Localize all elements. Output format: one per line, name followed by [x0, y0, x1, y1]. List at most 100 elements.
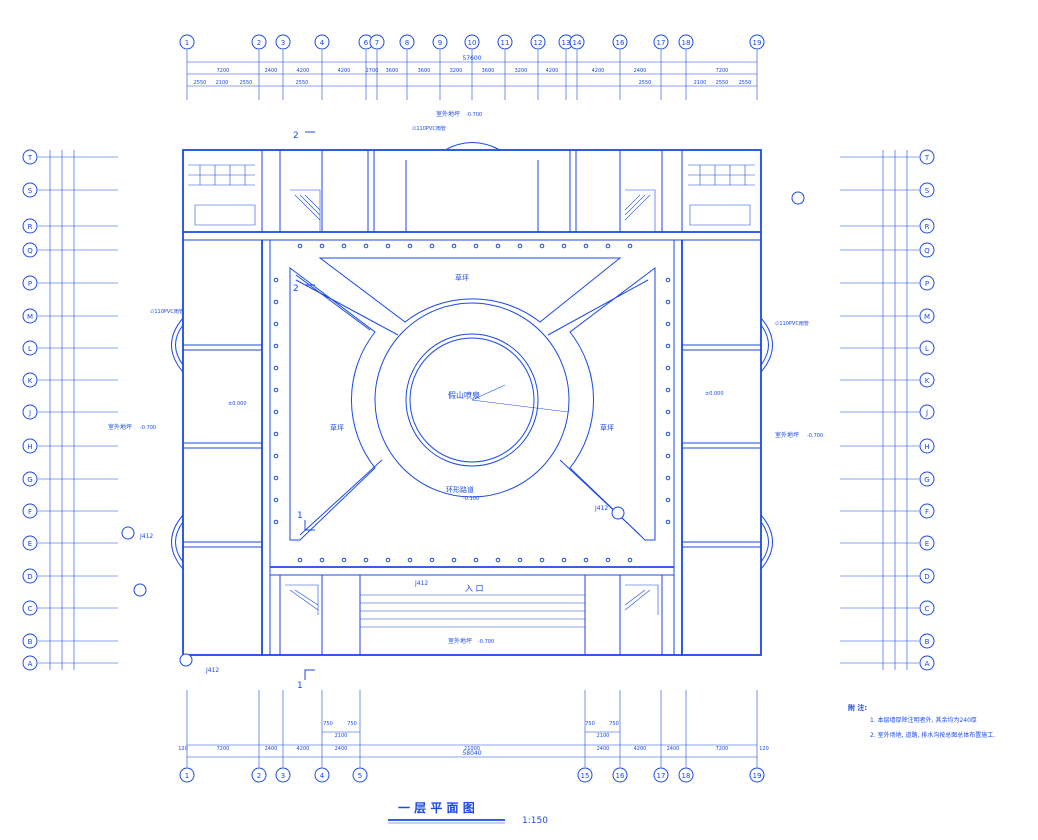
top-dim-value: 7200 [716, 68, 729, 74]
outdoor-label-top: 室外地坪 [436, 110, 460, 118]
top-axis-10-label: 10 [468, 39, 477, 47]
right-axis-L-label: L [925, 345, 929, 353]
column-dot [273, 343, 279, 349]
bottom-dim-value: 120 [178, 746, 188, 752]
right-axis-P-label: P [925, 280, 929, 288]
right-axis-S-bubble [919, 182, 935, 198]
drawing-title: 一 层 平 面 图 [398, 801, 475, 815]
bottom-dim-value: 7200 [217, 746, 230, 752]
note-2: 2. 室外场地, 道路, 排水沟按总图总体布置施工. [870, 731, 995, 739]
bottom-dim-value: 4200 [297, 746, 310, 752]
bottom-dim-value: 7200 [716, 746, 729, 752]
right-axis-G-bubble [919, 471, 935, 487]
top-axis-10-bubble [464, 34, 480, 50]
left-axis-D-label: D [27, 573, 32, 581]
column-dot [665, 409, 671, 415]
column-dot [665, 277, 671, 283]
column-dot [429, 243, 435, 249]
right-axis-H-bubble [919, 438, 935, 454]
top-dim-detail: 2550 [739, 80, 752, 86]
column-dot [385, 557, 391, 563]
left-axis-P-label: P [28, 280, 32, 288]
left-axis-S-label: S [28, 187, 33, 195]
left-axis-B-label: B [28, 638, 33, 646]
right-axis-D-label: D [924, 573, 929, 581]
right-axis-F-bubble [919, 503, 935, 519]
right-axis-J-bubble [919, 404, 935, 420]
right-axis-G-label: G [924, 476, 929, 484]
right-axis-H-label: H [924, 443, 929, 451]
cut-mark-1-bottom: 1 [297, 681, 303, 691]
top-axis-1-bubble [179, 34, 195, 50]
courtyard [273, 243, 671, 563]
top-dim-detail: 2550 [639, 80, 652, 86]
column-dot [665, 343, 671, 349]
column-dot [539, 243, 545, 249]
bottom-dim-value: 21000 [464, 746, 480, 752]
top-dim-detail: 2100 [216, 80, 229, 86]
top-axis-9-bubble [432, 34, 448, 50]
cut-mark-2-top: 2 [293, 131, 299, 141]
left-axis-L-bubble [22, 340, 38, 356]
left-axis-F-label: F [28, 508, 32, 516]
right-axis-A-bubble [919, 655, 935, 671]
column-dot [407, 243, 413, 249]
top-dim-value: 4200 [297, 68, 310, 74]
bottom-axis-17-bubble [653, 767, 669, 783]
top-dim-value: 3600 [386, 68, 399, 74]
left-axis-M-bubble [22, 308, 38, 324]
left-axis-C-bubble [22, 600, 38, 616]
bottom-axis-15-label: 15 [581, 772, 590, 780]
top-dim-value: 4200 [592, 68, 605, 74]
top-axis-9-label: 9 [438, 39, 442, 47]
left-axis-Q-bubble [22, 242, 38, 258]
lawn-top-label: 草坪 [455, 273, 469, 282]
column-dot [605, 243, 611, 249]
top-axis-16-bubble [612, 34, 628, 50]
right-axis-E-bubble [919, 535, 935, 551]
bottom-axis-3-bubble [275, 767, 291, 783]
top-axis-2-bubble [251, 34, 267, 50]
left-axis-S-bubble [22, 182, 38, 198]
left-axis-F-bubble [22, 503, 38, 519]
bottom-dim-small: 750 [347, 721, 357, 727]
top-dim-detail: 2550 [240, 80, 253, 86]
right-axis-Q-bubble [919, 242, 935, 258]
top-axis-11-label: 11 [501, 39, 510, 47]
column-dot [341, 243, 347, 249]
column-dot [363, 243, 369, 249]
column-dot [341, 557, 347, 563]
column-dot [273, 431, 279, 437]
pvc-left: ∅110PVC雨管 [150, 308, 184, 315]
column-dot [605, 557, 611, 563]
outdoor-label-right: 室外地坪 [775, 431, 799, 439]
detail-tag-left: J412 [139, 533, 153, 540]
left-axis-H-label: H [27, 443, 32, 451]
top-dim-detail: 2550 [194, 80, 207, 86]
right-axis-M-label: M [924, 313, 930, 321]
detail-tag-bottom: J412 [205, 667, 219, 674]
entrance-label: 入 口 [465, 584, 484, 593]
left-axis-G-label: G [27, 476, 32, 484]
bottom-dim-value: 120 [759, 746, 769, 752]
right-axis-R-bubble [919, 218, 935, 234]
note-1: 1. 本层墙厚除注明者外, 其余均为240厚 [870, 716, 977, 724]
top-axis-18-label: 18 [682, 39, 691, 47]
column-dot [665, 321, 671, 327]
top-axis-1-label: 1 [185, 39, 189, 47]
right-axis-S-label: S [925, 187, 930, 195]
bottom-axis-18-bubble [678, 767, 694, 783]
top-axis-14-bubble [569, 34, 585, 50]
left-axis-R-bubble [22, 218, 38, 234]
column-dot [627, 557, 633, 563]
top-dim-value: 4200 [546, 68, 559, 74]
top-axis-14-label: 14 [573, 39, 582, 47]
right-axis-A-label: A [925, 660, 930, 668]
outdoor-level-bottom: -0.700 [478, 639, 494, 645]
column-dot [451, 243, 457, 249]
right-axis-R-label: R [925, 223, 930, 231]
lawn-left-label: 草坪 [330, 423, 344, 432]
column-dot [273, 475, 279, 481]
